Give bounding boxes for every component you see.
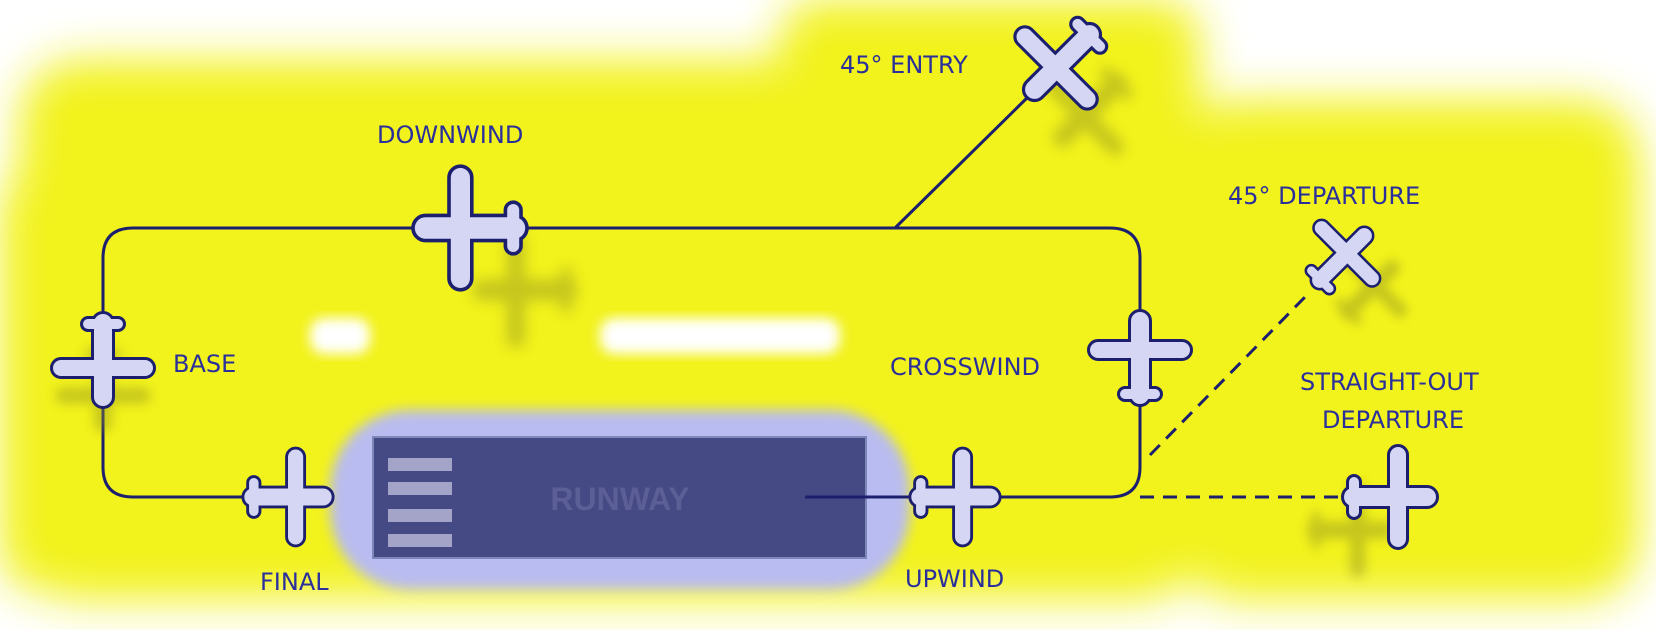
label-downwind: DOWNWIND xyxy=(377,121,523,149)
glow-gap xyxy=(310,318,370,354)
label-straight-out-departure: DEPARTURE xyxy=(1322,406,1464,434)
label-straight-out: STRAIGHT-OUT xyxy=(1300,368,1479,396)
label-45-departure: 45° DEPARTURE xyxy=(1228,182,1420,210)
label-crosswind: CROSSWIND xyxy=(890,353,1040,381)
runway-threshold-markings xyxy=(388,458,452,547)
runway: RUNWAY xyxy=(372,436,867,559)
label-45-entry: 45° ENTRY xyxy=(840,51,968,79)
label-upwind: UPWIND xyxy=(905,565,1004,593)
runway-label: RUNWAY xyxy=(550,481,689,517)
label-final: FINAL xyxy=(260,568,329,596)
label-base: BASE xyxy=(173,350,236,378)
glow-gap xyxy=(600,318,840,354)
